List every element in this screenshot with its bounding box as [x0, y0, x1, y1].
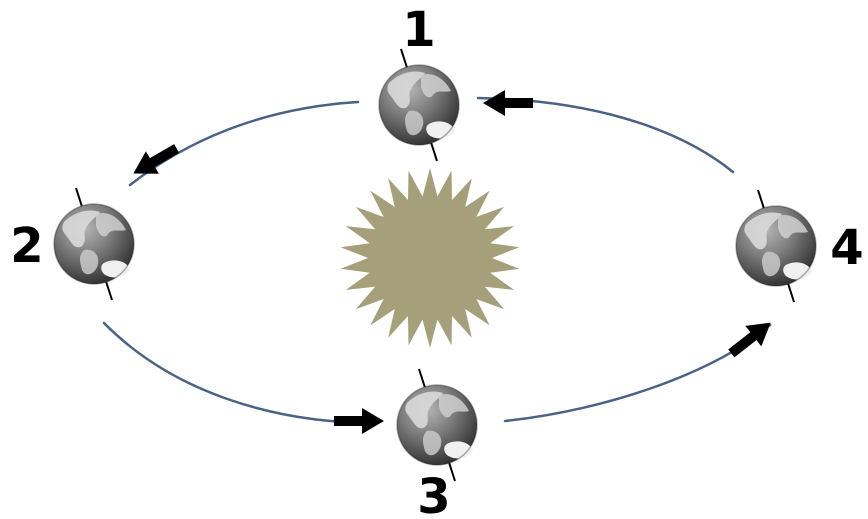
- orbit-path-1-to-2: [128, 100, 360, 187]
- position-2-label: 2: [10, 218, 43, 274]
- arrow-icon: [126, 137, 184, 185]
- earth-globe-icon: [378, 48, 460, 162]
- arrow-icon: [334, 408, 384, 434]
- earth-globe-icon: [396, 368, 478, 482]
- orbit-path-4-to-1: [476, 96, 735, 174]
- earth-globe-icon: [53, 187, 135, 301]
- earth-globe-icon: [735, 189, 817, 303]
- arrow-icon: [723, 312, 779, 364]
- arrow-icon: [483, 90, 533, 116]
- sun-icon: [340, 168, 520, 348]
- position-3-label: 3: [417, 469, 450, 519]
- orbit-path-3-to-4: [503, 323, 772, 423]
- position-1-label: 1: [402, 2, 435, 58]
- position-4-label: 4: [830, 220, 863, 276]
- orbit-path-2-to-3: [102, 321, 377, 425]
